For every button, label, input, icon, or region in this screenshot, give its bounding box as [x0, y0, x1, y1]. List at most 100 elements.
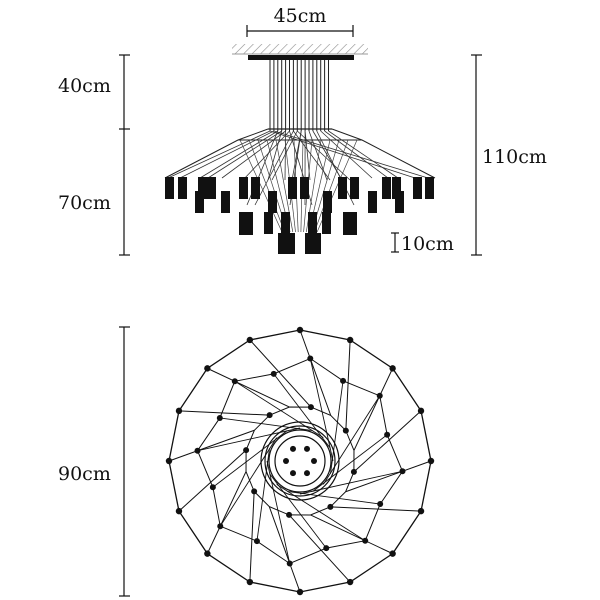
frame-wire — [199, 130, 279, 179]
hub-dot — [290, 470, 296, 477]
frame-wire — [248, 139, 286, 233]
lamp-dot — [204, 365, 211, 372]
lamp-dot — [266, 412, 273, 419]
lamp-dot — [389, 550, 396, 557]
lamp-dot — [216, 414, 223, 421]
lamp-dot — [296, 326, 304, 334]
hub-ring — [274, 435, 326, 487]
lamp-dot — [246, 578, 254, 586]
spoke — [249, 339, 312, 408]
spoke — [330, 506, 422, 512]
hub-dot — [290, 445, 296, 452]
lamp-dot — [307, 355, 314, 362]
hub-dot — [304, 470, 310, 477]
hub-ring — [268, 429, 332, 493]
spoke — [219, 437, 278, 527]
lamp-dot — [384, 431, 391, 438]
lamp-shade — [268, 191, 277, 213]
lamp-shade — [239, 177, 248, 199]
lamp-dot — [243, 447, 250, 454]
lamp-dot — [194, 447, 201, 454]
lamp-shade — [239, 212, 253, 235]
lamp-dot — [209, 484, 216, 491]
lamp-dot — [399, 468, 406, 475]
canopy — [248, 55, 354, 60]
spoke — [234, 380, 324, 439]
spoke — [273, 373, 331, 449]
spoke — [287, 491, 381, 505]
frame-wire — [284, 130, 286, 181]
spoke — [353, 410, 422, 473]
spoke — [178, 410, 270, 416]
lamp-shade — [368, 191, 377, 213]
lamp-dot — [217, 523, 224, 530]
frame-wire — [242, 130, 290, 181]
spoke — [168, 429, 255, 462]
hub-ring — [260, 421, 340, 501]
lamp-dot — [323, 545, 330, 552]
side-view — [164, 44, 436, 254]
spoke — [207, 367, 290, 408]
lamp-shade — [198, 177, 207, 199]
lamp-dot — [270, 370, 277, 377]
frame-wire — [314, 139, 349, 233]
lamp-dot — [342, 427, 349, 434]
hub-dot — [304, 445, 310, 452]
frame-wire — [179, 130, 275, 179]
lamp-shade — [251, 177, 260, 199]
diameter-label: 90cm — [58, 463, 111, 485]
spoke — [276, 483, 366, 542]
frame-wire — [207, 130, 282, 179]
lamp-shade — [305, 233, 321, 254]
lamp-shade — [413, 177, 422, 199]
frame-wire — [320, 130, 373, 179]
frame-wires — [164, 128, 436, 233]
frame-wire — [328, 130, 399, 179]
lamp-shades — [165, 177, 434, 254]
spoke — [197, 427, 301, 452]
body-height-label: 70cm — [58, 192, 111, 214]
lamp-dot — [296, 588, 304, 596]
spoke — [269, 473, 327, 549]
lamp-dot — [417, 407, 425, 415]
frame-wire — [324, 130, 389, 179]
lamp-dot — [307, 404, 314, 411]
spoke — [206, 471, 247, 554]
lamp-shade — [278, 233, 295, 254]
frame-wire — [221, 130, 286, 179]
middle-ring — [196, 357, 404, 565]
frame-wire — [271, 130, 298, 181]
lamp-dot — [286, 511, 293, 518]
lamp-dot — [389, 365, 396, 372]
lamp-shade — [288, 177, 297, 199]
spoke — [256, 448, 270, 542]
lamp-dot — [340, 377, 347, 384]
spoke — [266, 460, 291, 564]
lamp-dot — [175, 407, 183, 415]
lamp-shade — [392, 177, 401, 199]
drop-height-label: 40cm — [58, 75, 111, 97]
frame-edge — [164, 128, 269, 179]
lamp-shade — [338, 177, 347, 199]
lamp-shade — [343, 212, 357, 235]
hub-dot — [311, 458, 317, 464]
lamp-shade — [350, 177, 359, 199]
lamp-dot — [204, 550, 211, 557]
lamp-dot — [251, 488, 258, 495]
spoke — [353, 368, 394, 451]
lamp-shade — [221, 191, 230, 213]
lamp-shade — [178, 177, 187, 199]
spoke — [288, 514, 351, 583]
lamp-dot — [175, 507, 183, 515]
spoke — [345, 339, 351, 431]
spoke — [299, 329, 332, 416]
frame-wire — [267, 130, 283, 181]
spoke — [309, 358, 334, 462]
lamp-dot — [417, 507, 425, 515]
spoke — [299, 470, 403, 495]
width-label: 45cm — [274, 5, 327, 27]
lamp-dot — [350, 468, 357, 475]
lamp-shade — [281, 212, 290, 234]
suspension-cables — [269, 60, 329, 131]
